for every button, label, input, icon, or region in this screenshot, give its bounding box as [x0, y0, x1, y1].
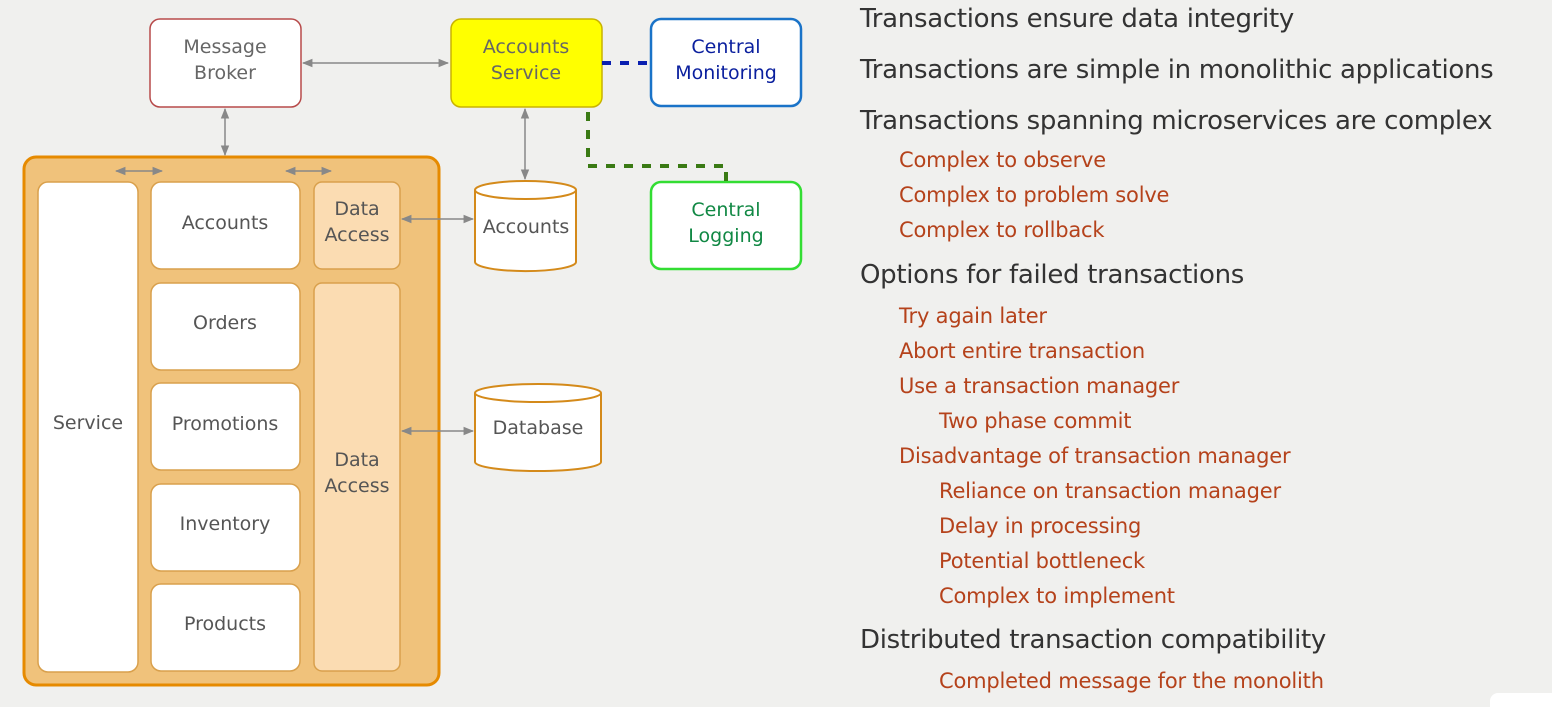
bullet-heading: Options for failed transactions — [860, 260, 1245, 290]
module-accounts: Accounts — [150, 181, 301, 270]
label-line: Central — [691, 199, 760, 221]
bullet-subitem: Completed message for the monolith — [939, 669, 1324, 693]
accounts-db-cylinder: Accounts — [474, 180, 577, 273]
bullet-subitem: Reliance on transaction manager — [939, 479, 1281, 503]
bullet-heading: Transactions ensure data integrity — [860, 4, 1294, 34]
module-products: Products — [150, 583, 301, 672]
bullet-heading: Transactions are simple in monolithic ap… — [860, 55, 1494, 85]
module-label: Promotions — [172, 413, 279, 435]
service-label: Service — [53, 412, 123, 434]
label-line: Service — [491, 62, 561, 84]
accounts-db-label: Accounts — [483, 216, 570, 238]
bullet-heading: Transactions spanning microservices are … — [860, 106, 1493, 136]
module-orders: Orders — [150, 282, 301, 371]
bullet-subitem: Try again later — [899, 304, 1047, 328]
bullet-heading: Distributed transaction compatibility — [860, 625, 1327, 655]
corner-tab — [1490, 693, 1552, 707]
bullet-subitem: Complex to problem solve — [899, 183, 1170, 207]
bullet-subitem: Complex to rollback — [899, 218, 1105, 242]
bullet-subitem: Disadvantage of transaction manager — [899, 444, 1291, 468]
module-inventory: Inventory — [150, 483, 301, 572]
module-label: Accounts — [182, 212, 269, 234]
module-label: Orders — [193, 312, 257, 334]
database-cylinder: Database — [474, 383, 602, 472]
bullet-subitem: Complex to observe — [899, 148, 1106, 172]
service-box: Service — [37, 181, 139, 673]
database-label: Database — [493, 417, 584, 439]
bullet-subitem: Delay in processing — [939, 514, 1142, 538]
label-line: Accounts — [483, 36, 570, 58]
module-promotions: Promotions — [150, 382, 301, 471]
module-label: Inventory — [180, 513, 271, 535]
logging-dashed-link — [586, 112, 728, 182]
label-line: Data — [334, 198, 379, 220]
label-line: Access — [324, 475, 389, 497]
label-line: Broker — [194, 62, 256, 84]
label-line: Data — [334, 449, 379, 471]
bullet-subitem: Abort entire transaction — [899, 339, 1145, 363]
label-line: Message — [183, 36, 266, 58]
label-line: Logging — [688, 225, 763, 247]
architecture-diagram: Service Accounts Orders Promotions Inven… — [22, 17, 803, 687]
label-line: Central — [691, 36, 760, 58]
bullet-subitem: Complex to implement — [939, 584, 1175, 608]
module-label: Products — [184, 613, 266, 635]
bullet-subitem: Use a transaction manager — [899, 374, 1180, 398]
bullet-subitem: Potential bottleneck — [939, 549, 1146, 573]
bullet-subitem: Two phase commit — [939, 409, 1132, 433]
label-line: Access — [324, 224, 389, 246]
label-line: Monitoring — [675, 62, 777, 84]
